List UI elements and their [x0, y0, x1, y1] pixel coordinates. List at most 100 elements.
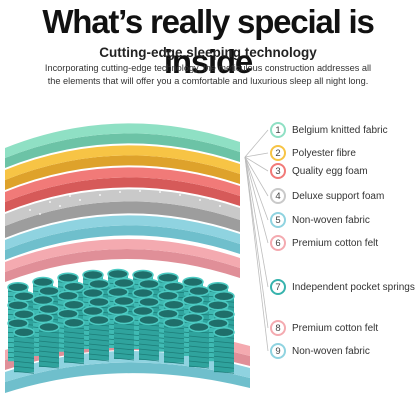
spring-coil — [188, 350, 210, 354]
spring-coil — [38, 335, 60, 339]
spring-coil — [63, 341, 85, 345]
spring-coil — [213, 370, 235, 374]
spring-top — [63, 317, 85, 328]
spring-coil — [213, 355, 235, 359]
headline: What’s really special is inside — [42, 3, 375, 80]
spring-top — [7, 281, 29, 293]
spring-coil — [213, 345, 235, 349]
spring-top — [32, 294, 54, 306]
spring-top — [207, 317, 229, 329]
spring-coil — [113, 352, 135, 356]
legend-label-9: Non-woven fabric — [292, 345, 370, 357]
spring-coil — [88, 358, 110, 362]
legend-number-8: 8 — [270, 320, 286, 336]
spring-coil — [213, 350, 235, 354]
spring-coil — [113, 342, 135, 346]
spring-coil — [163, 346, 185, 350]
legend-number-9: 9 — [270, 343, 286, 359]
spring-coil — [163, 331, 185, 335]
spring-top — [107, 286, 129, 298]
spring-top — [63, 299, 85, 310]
legend-number-3: 3 — [270, 163, 286, 179]
spring-top — [138, 296, 160, 308]
description-line-1: Incorporating cutting-edge technology, t… — [44, 63, 372, 73]
spring-coil — [13, 350, 35, 354]
layer-1-belgium-knitted-fabric — [5, 123, 240, 168]
legend-label-7: Independent pocket springs — [292, 281, 415, 293]
legend-label-6: Premium cotton felt — [292, 237, 379, 249]
spring-coil — [113, 332, 135, 336]
spring-coil — [138, 338, 160, 342]
spring-top — [163, 281, 185, 292]
spring-top — [82, 287, 104, 299]
connector-line-3 — [244, 156, 269, 172]
spring-coil — [13, 345, 35, 349]
spring-coil — [163, 336, 185, 340]
spring-coil — [188, 335, 210, 339]
spring-coil — [188, 345, 210, 349]
spring-coil — [188, 355, 210, 359]
layer-2-polyester-fibre — [5, 145, 240, 190]
connector-line-1 — [244, 129, 269, 158]
spring-top — [182, 294, 204, 306]
spring-coil — [113, 357, 135, 361]
mattress-layers-illustration — [5, 123, 269, 393]
spring-coil — [88, 333, 110, 337]
description-line-2: the elements that will offer you a comfo… — [47, 75, 369, 86]
spring-top — [207, 281, 229, 293]
spring-coil — [113, 327, 135, 331]
legend-item-2: 2 Polyester fibre — [270, 143, 356, 163]
spring-top — [113, 295, 135, 307]
spring-coil — [138, 358, 160, 362]
spring-top — [163, 317, 185, 328]
spring-coil — [63, 331, 85, 335]
spring-coil — [63, 351, 85, 355]
spring-coil — [113, 337, 135, 341]
connector-line-4 — [244, 156, 269, 197]
spring-top — [82, 305, 104, 317]
legend-item-8: 8 Premium cotton felt — [270, 318, 378, 338]
spring-coil — [188, 365, 210, 369]
description: Incorporating cutting-edge technology, t… — [30, 62, 386, 87]
spring-top — [107, 304, 129, 316]
spring-coil — [88, 348, 110, 352]
legend-number-4: 4 — [270, 188, 286, 204]
legend-label-8: Premium cotton felt — [292, 322, 379, 334]
spring-coil — [13, 340, 35, 344]
spring-coil — [163, 341, 185, 345]
spring-coil — [38, 365, 60, 369]
spring-top — [213, 326, 235, 338]
spring-coil — [163, 356, 185, 360]
legend-item-3: 3 Quality egg foam — [270, 161, 368, 181]
spring-top — [207, 299, 229, 311]
legend-item-7: 7 Independent pocket springs — [270, 277, 415, 297]
legend-label-3: Quality egg foam — [292, 165, 368, 177]
spring-top — [213, 308, 235, 320]
spring-coil — [213, 360, 235, 364]
spring-top — [88, 314, 110, 326]
spring-top — [63, 281, 85, 292]
spring-coil — [38, 345, 60, 349]
spring-top — [132, 305, 154, 317]
spring-top — [132, 269, 154, 281]
spring-coil — [13, 355, 35, 359]
spring-coil — [88, 338, 110, 342]
legend-label-2: Polyester fibre — [292, 147, 356, 159]
spring-coil — [63, 346, 85, 350]
subheading: Cutting-edge sleeping technology — [99, 45, 317, 60]
spring-top — [57, 272, 79, 283]
spring-top — [113, 313, 135, 325]
spring-top — [32, 312, 54, 324]
legend-number-1: 1 — [270, 122, 286, 138]
spring-top — [7, 317, 29, 329]
spring-top — [163, 299, 185, 310]
spring-top — [132, 287, 154, 299]
spring-top — [157, 308, 179, 319]
spring-top — [38, 303, 60, 315]
spring-top — [32, 276, 54, 288]
spring-coil — [88, 343, 110, 347]
spring-coil — [38, 340, 60, 344]
spring-coil — [13, 360, 35, 364]
legend-label-5: Non-woven fabric — [292, 214, 370, 226]
spring-top — [188, 285, 210, 297]
